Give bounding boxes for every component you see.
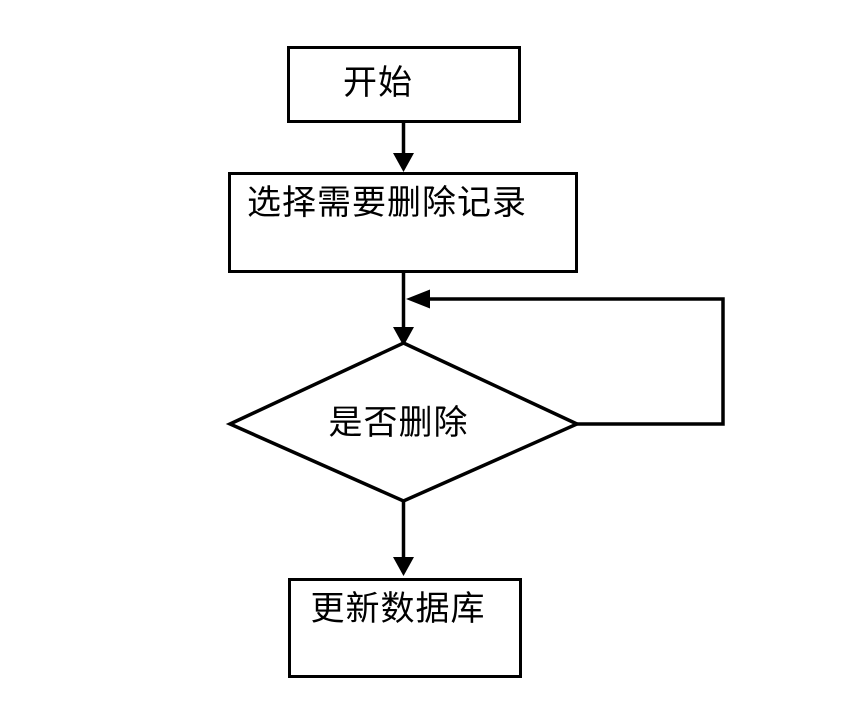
edge-start-to-select [393,121,414,172]
arrowhead-down-icon [393,153,414,172]
flow-node-start: 开始 [287,46,521,123]
arrowhead-down-icon [393,327,414,346]
flow-node-update-database-label: 更新数据库 [310,591,486,628]
flow-node-decision-label: 是否删除 [328,404,469,442]
arrowhead-down-icon [393,557,414,576]
flow-node-update-database: 更新数据库 [288,578,522,678]
flow-node-start-label: 开始 [343,65,413,103]
edge-decision-loop-back [406,289,725,426]
edge-select-to-decision [393,272,414,346]
edge-decision-to-update [393,500,414,576]
arrowhead-left-icon [406,289,430,309]
flow-node-select-records-label: 选择需要删除记录 [247,185,527,222]
flow-node-select-records: 选择需要删除记录 [228,172,578,273]
